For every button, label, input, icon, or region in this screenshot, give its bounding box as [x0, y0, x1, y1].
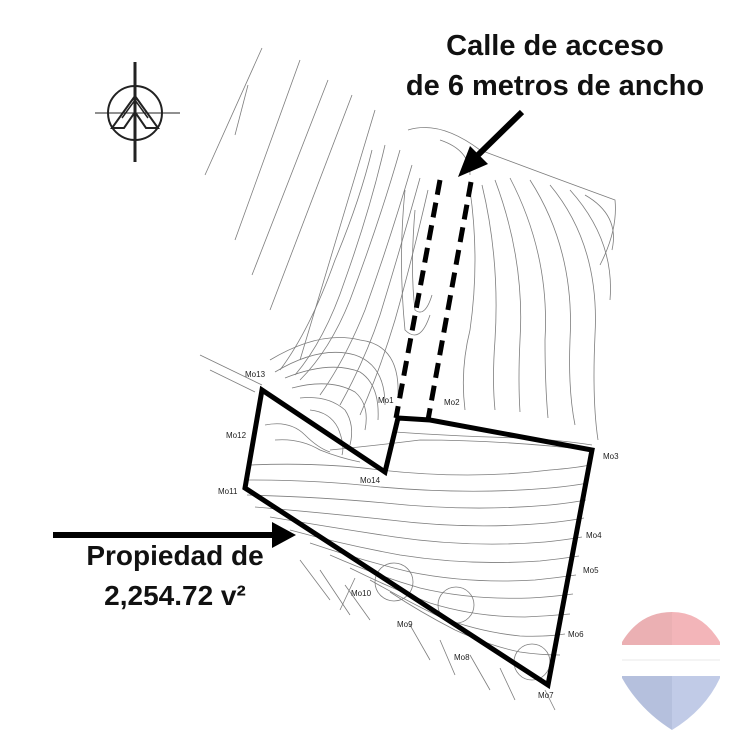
brand-logo: [622, 612, 720, 730]
boundary-marker-labels: Mo1 Mo2 Mo3 Mo4 Mo5 Mo6 Mo7 Mo8 Mo9 Mo10…: [218, 370, 619, 700]
marker-mo9: Mo9: [397, 620, 413, 629]
access-road-caption: Calle de acceso de 6 metros de ancho: [380, 26, 730, 106]
marker-mo7: Mo7: [538, 691, 554, 700]
marker-mo3: Mo3: [603, 452, 619, 461]
property-boundary: [242, 385, 595, 690]
marker-mo13: Mo13: [245, 370, 266, 379]
contour-lines: [264, 127, 616, 463]
marker-mo6: Mo6: [568, 630, 584, 639]
marker-mo11: Mo11: [218, 487, 238, 496]
property-caption-line-1: Propiedad de: [86, 540, 264, 571]
terrain-lines: [199, 47, 376, 393]
marker-mo5: Mo5: [583, 566, 599, 575]
property-caption-line-2: 2,254.72 v²: [104, 580, 246, 611]
north-arrow-icon: [95, 62, 180, 162]
access-road: [393, 179, 474, 421]
marker-mo12: Mo12: [226, 431, 247, 440]
access-road-caption-line-1: Calle de acceso: [446, 30, 664, 62]
property-arrow: [53, 522, 296, 548]
marker-mo10: Mo10: [351, 589, 372, 598]
marker-mo1: Mo1: [378, 396, 394, 405]
access-road-caption-line-2: de 6 metros de ancho: [405, 70, 705, 102]
marker-mo4: Mo4: [586, 531, 602, 540]
marker-mo8: Mo8: [454, 653, 470, 662]
access-road-arrow: [458, 109, 525, 177]
marker-mo2: Mo2: [444, 398, 460, 407]
slope-hatching: [299, 559, 556, 711]
property-caption: Propiedad de 2,254.72 v²: [50, 536, 300, 616]
marker-mo14: Mo14: [360, 476, 381, 485]
